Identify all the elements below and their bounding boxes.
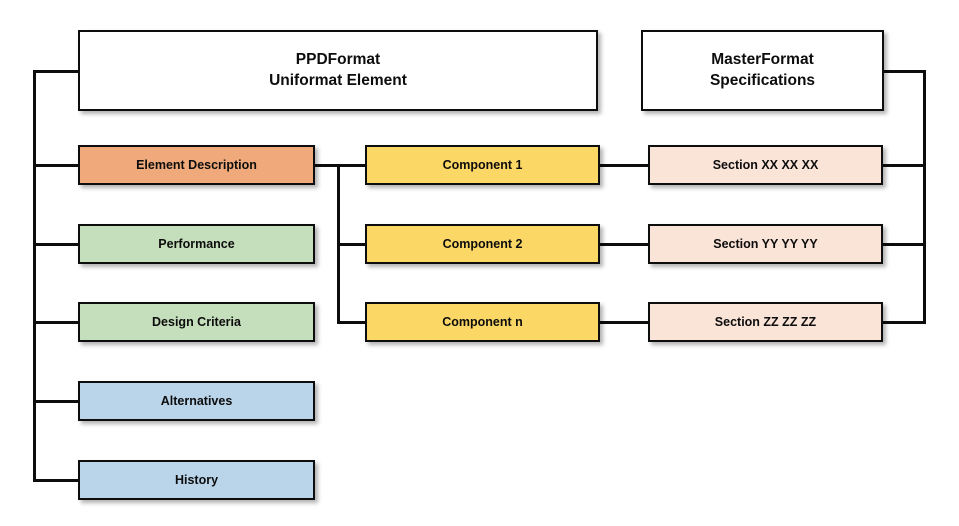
box-history[interactable]: History	[78, 460, 315, 500]
box-section-xx-label: Section XX XX XX	[712, 157, 819, 172]
connector-left-branch-performance	[33, 243, 80, 246]
box-alternatives[interactable]: Alternatives	[78, 381, 315, 421]
box-component-n[interactable]: Component n	[365, 302, 600, 342]
box-history-label: History	[174, 472, 219, 487]
box-component-2-label: Component 2	[442, 236, 523, 251]
connector-left-branch-element-description	[33, 164, 80, 167]
connector-component-branch-n	[337, 321, 373, 324]
box-section-zz[interactable]: Section ZZ ZZ ZZ	[648, 302, 883, 342]
box-section-yy[interactable]: Section YY YY YY	[648, 224, 883, 264]
box-design-criteria-label: Design Criteria	[152, 314, 241, 329]
connector-left-branch-history	[33, 479, 80, 482]
connector-right-branch-section-zz	[880, 321, 926, 324]
connector-right-branch-section-yy	[880, 243, 926, 246]
connector-left-branch-alternatives	[33, 400, 80, 403]
connector-component-n-to-section-zz	[598, 321, 650, 324]
box-component-2[interactable]: Component 2	[365, 224, 600, 264]
box-section-yy-label: Section YY YY YY	[713, 236, 818, 251]
header-box-ppdformat[interactable]: PPDFormat Uniformat Element	[78, 30, 598, 111]
connector-component-branch-1	[337, 164, 373, 167]
header-masterformat-line2: Specifications	[709, 71, 816, 89]
box-alternatives-label: Alternatives	[160, 393, 233, 408]
box-performance[interactable]: Performance	[78, 224, 315, 264]
connector-component-branch-2	[337, 243, 373, 246]
connector-right-branch-section-xx	[880, 164, 926, 167]
box-component-n-label: Component n	[442, 314, 523, 329]
box-design-criteria[interactable]: Design Criteria	[78, 302, 315, 342]
header-ppdformat-line1: PPDFormat	[295, 50, 381, 68]
header-masterformat-line1: MasterFormat	[711, 50, 814, 68]
box-section-zz-label: Section ZZ ZZ ZZ	[714, 314, 817, 329]
box-performance-label: Performance	[158, 236, 235, 251]
connector-right-trunk	[923, 70, 926, 324]
connector-ppdformat-stub	[33, 70, 80, 73]
connector-left-trunk	[33, 70, 36, 482]
connector-left-branch-design-criteria	[33, 321, 80, 324]
connector-component-2-to-section-yy	[598, 243, 650, 246]
box-component-1[interactable]: Component 1	[365, 145, 600, 185]
box-section-xx[interactable]: Section XX XX XX	[648, 145, 883, 185]
box-element-description[interactable]: Element Description	[78, 145, 315, 185]
connector-masterformat-stub	[882, 70, 926, 73]
header-box-masterformat[interactable]: MasterFormat Specifications	[641, 30, 884, 111]
connector-component-1-to-section-xx	[598, 164, 650, 167]
box-component-1-label: Component 1	[442, 157, 523, 172]
header-ppdformat-line2: Uniformat Element	[269, 71, 407, 89]
box-element-description-label: Element Description	[136, 157, 257, 172]
